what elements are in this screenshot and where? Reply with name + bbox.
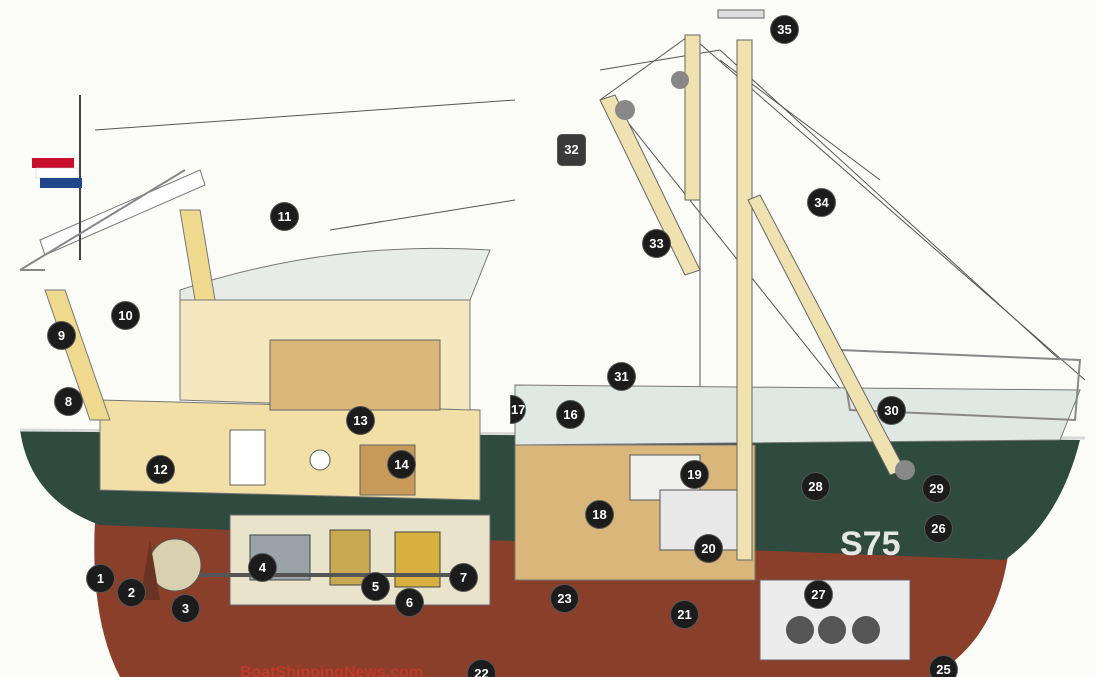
callout-12: 12 [147,456,174,483]
callout-18: 18 [586,501,613,528]
callout-23: 23 [551,585,578,612]
winch-drums [786,616,880,644]
callout-30: 30 [878,397,905,424]
dutch-flag [32,158,82,188]
callout-6: 6 [396,589,423,616]
callout-5: 5 [362,573,389,600]
callout-34: 34 [808,189,835,216]
superstructure [99,399,481,501]
callout-19: 19 [681,461,708,488]
aft-railing [19,169,186,271]
callout-9: 9 [48,322,75,349]
winch-room [759,579,911,661]
pulley-block [615,100,635,120]
callout-31: 31 [608,363,635,390]
callout-25: 25 [930,656,957,677]
callout-35: 35 [771,16,798,43]
callout-29: 29 [923,475,950,502]
callout-17: 17 [511,396,525,423]
bow-block [895,460,915,480]
pulley-block-upper [671,71,689,89]
callout-4: 4 [249,554,276,581]
callout-3: 3 [172,595,199,622]
door [229,429,266,486]
callout-20: 20 [695,535,722,562]
callout-22: 22 [468,660,495,677]
rigging-lines [94,34,1086,560]
fore-deck [514,384,1081,446]
callout-16: 16 [557,401,584,428]
callout-27: 27 [805,581,832,608]
callout-11: 11 [271,203,298,230]
watermark: BoatShippingNews.com [240,664,424,677]
callout-13: 13 [347,407,374,434]
callout-1: 1 [87,565,114,592]
foremast [599,34,906,561]
masthead-light [717,9,765,19]
callout-2: 2 [118,579,145,606]
callout-14: 14 [388,451,415,478]
callout-33: 33 [643,230,670,257]
callout-32: 32 [558,135,585,165]
porthole [309,449,331,471]
callout-26: 26 [925,515,952,542]
generator [394,531,441,588]
callout-7: 7 [450,564,477,591]
wheelhouse-interior [269,339,441,411]
callout-10: 10 [112,302,139,329]
rudder [140,540,160,600]
hull-marking: S75 [840,525,901,563]
callout-8: 8 [55,388,82,415]
callout-21: 21 [671,601,698,628]
callout-28: 28 [802,473,829,500]
wheelhouse-roof [179,247,491,301]
